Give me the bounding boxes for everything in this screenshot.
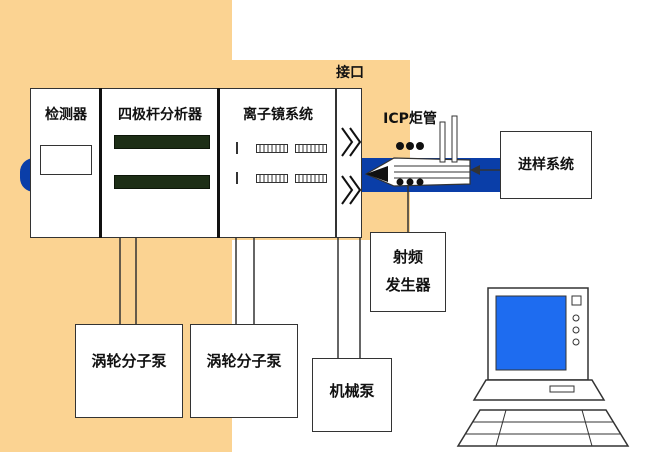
interface-label: 接口 bbox=[336, 65, 364, 81]
detector-label: 检测器 bbox=[45, 107, 87, 123]
icp-torch-label: ICP炬管 bbox=[383, 111, 437, 127]
mech-pump-label: 机械泵 bbox=[329, 382, 375, 400]
rf-generator-label-line2: 发生器 bbox=[385, 276, 431, 294]
lens-tick bbox=[236, 172, 238, 184]
quadrupole-rod bbox=[114, 135, 210, 149]
lens-plate bbox=[295, 174, 327, 183]
rf-generator-box bbox=[370, 232, 446, 312]
sample-intro-label: 进样系统 bbox=[518, 157, 574, 173]
separator bbox=[99, 88, 102, 238]
icp-torch bbox=[364, 115, 500, 187]
lens-tick bbox=[236, 142, 238, 154]
turbo-pump-2-label: 涡轮分子泵 bbox=[206, 352, 282, 370]
separator bbox=[217, 88, 220, 238]
lens-plate bbox=[295, 144, 327, 153]
ion-lens-label: 离子镜系统 bbox=[243, 107, 313, 123]
turbo-pump-1-box bbox=[75, 324, 183, 418]
turbo-pump-1-label: 涡轮分子泵 bbox=[91, 352, 167, 370]
sample-intro-box bbox=[500, 131, 592, 199]
rf-generator-label-line1: 射频 bbox=[392, 248, 423, 266]
lens-plate bbox=[256, 174, 288, 183]
quadrupole-rod bbox=[114, 175, 210, 189]
interface-module bbox=[336, 88, 362, 238]
quadrupole-label: 四极杆分析器 bbox=[118, 107, 202, 123]
computer-icon bbox=[456, 287, 630, 447]
detector-window bbox=[40, 145, 92, 175]
mech-pump-box bbox=[312, 358, 392, 432]
turbo-pump-2-box bbox=[190, 324, 298, 418]
lens-plate bbox=[256, 144, 288, 153]
